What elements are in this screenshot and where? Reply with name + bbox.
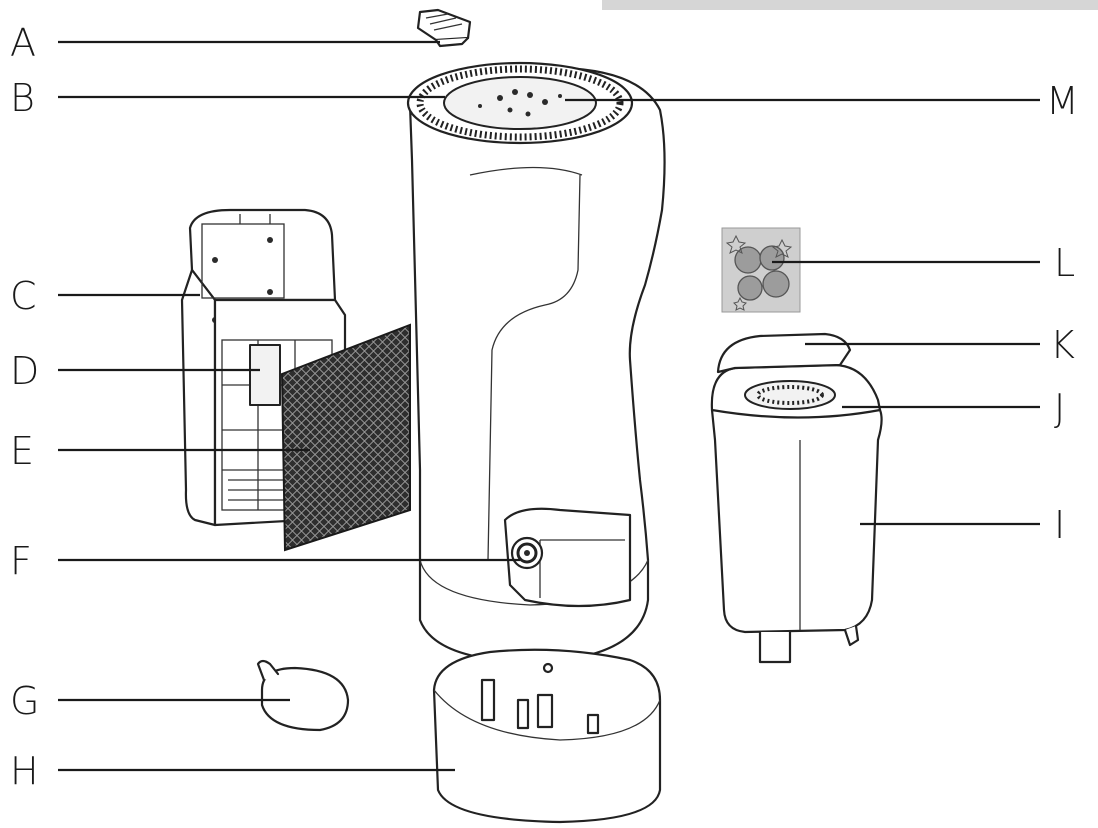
label-g: G bbox=[10, 679, 39, 723]
part-f-valve bbox=[510, 536, 544, 570]
label-k: K bbox=[1050, 323, 1075, 367]
part-g-cap bbox=[256, 659, 350, 732]
part-j-tank-top bbox=[710, 363, 882, 419]
part-h-base bbox=[432, 648, 662, 824]
label-e: E bbox=[10, 429, 34, 473]
part-l-aroma-pad bbox=[721, 227, 801, 313]
label-i: I bbox=[1054, 503, 1065, 547]
label-j: J bbox=[1054, 386, 1065, 430]
header-bar bbox=[602, 0, 1098, 10]
label-l: L bbox=[1054, 241, 1075, 285]
tower-water-tray bbox=[503, 507, 632, 608]
part-k-tank-handle bbox=[716, 332, 852, 374]
label-b: B bbox=[10, 76, 35, 120]
part-a-clip bbox=[416, 8, 472, 48]
control-panel bbox=[478, 89, 562, 117]
label-f: F bbox=[10, 539, 32, 583]
label-h: H bbox=[10, 749, 39, 793]
part-e-filter-pad bbox=[280, 323, 411, 552]
part-i-water-tank bbox=[710, 408, 883, 664]
label-c: C bbox=[10, 274, 37, 318]
label-a: A bbox=[10, 21, 36, 65]
label-d: D bbox=[10, 349, 39, 393]
part-c-frame bbox=[180, 208, 337, 527]
top-grille bbox=[406, 61, 634, 145]
label-m: M bbox=[1046, 79, 1079, 123]
